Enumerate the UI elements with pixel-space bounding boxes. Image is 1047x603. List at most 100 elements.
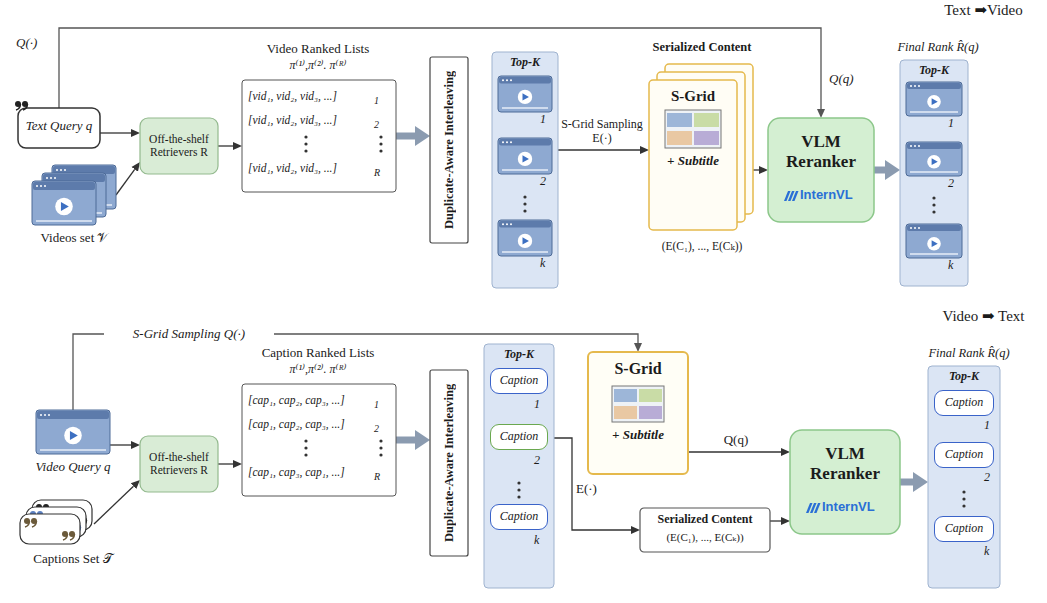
final-rank: Final Rank R̂(q)Top-KCaption1Caption2Cap… — [914, 346, 1024, 590]
grid-cell — [639, 406, 662, 419]
video-frame — [906, 224, 962, 258]
ellipsis-dot — [932, 196, 935, 199]
ellipsis-dot — [523, 202, 526, 205]
retriever-box: Off-the-shelf Retrievers R — [140, 436, 218, 492]
node-shape — [18, 500, 128, 586]
quote-mark — [16, 104, 21, 110]
serialized-content: Serialized ContentS-Grid+ Subtitle(E(C₁)… — [643, 40, 761, 260]
video-icon — [906, 224, 962, 258]
rank-number: 1 — [984, 419, 998, 433]
model-logo-text: InternVL — [800, 188, 870, 203]
outline — [430, 370, 468, 556]
caption-item: Caption — [934, 390, 994, 416]
video-frame — [498, 138, 552, 174]
ellipsis-dot — [932, 210, 935, 213]
ellipsis-dot — [304, 149, 307, 152]
node-shape — [886, 40, 990, 288]
node-text: S-Grid — [588, 360, 688, 378]
vlm-reranker: VLM RerankerInternVL — [768, 118, 874, 222]
ellipsis-dot — [517, 488, 520, 491]
video-dot — [502, 141, 504, 143]
ranked-list: [cap₁, cap₃, cap₁, ...] — [248, 466, 372, 479]
grid-cell — [694, 113, 719, 127]
video-frame — [498, 76, 552, 112]
reranker-name: VLM Reranker — [771, 132, 871, 171]
node-text: S-Grid — [649, 88, 737, 105]
video-icon — [32, 181, 96, 225]
video-progress — [40, 449, 106, 451]
video-progress — [910, 171, 958, 173]
play-triangle — [522, 93, 528, 100]
list-index: 2 — [374, 423, 390, 435]
node-text: Top-K — [900, 64, 968, 78]
edge-label: Q(q) — [704, 433, 768, 448]
serialized-content: Serialized Content(E(C₁), ..., E(Cₖ)) — [640, 508, 770, 552]
list-index: 2 — [374, 119, 390, 131]
connector-arrow — [218, 463, 233, 464]
ellipsis-dot — [379, 142, 382, 145]
node-text: Off-the-shelf Retrievers R — [142, 451, 216, 477]
final-rank: Final Rank R̂(q)Top-K12k — [886, 40, 990, 288]
video-dot — [64, 169, 66, 171]
video-icon — [906, 82, 962, 116]
node-text: Final Rank R̂(q) — [886, 40, 990, 54]
video-icon — [906, 142, 962, 176]
outline — [588, 352, 688, 474]
vlm-reranker: VLM RerankerInternVL — [790, 430, 900, 534]
video-icon — [498, 220, 552, 256]
edge-label: S-Grid Sampling E(·) — [560, 118, 644, 146]
outline — [18, 108, 100, 148]
outline — [790, 430, 900, 534]
video-dot — [40, 414, 42, 416]
video-dot — [502, 223, 504, 225]
video-set: Videos set 𝒱 — [22, 165, 127, 255]
quote-mark — [70, 534, 75, 540]
video-dot — [506, 79, 508, 81]
node-text: Top-K — [928, 370, 1000, 384]
grid-cell — [614, 389, 637, 402]
caption-item: Caption — [490, 368, 548, 394]
free-label: Q(·) — [16, 36, 56, 51]
video-frame — [32, 181, 96, 225]
quote-mark — [63, 534, 68, 540]
connector-arrow — [110, 444, 131, 445]
grid-cell — [694, 131, 719, 145]
ranked-list: [vid₁, vid₂, vid₃, ...] — [248, 162, 372, 175]
ranked-lists: Caption Ranked Listsπ⁽¹⁾,π⁽²⁾. π⁽ᴿ⁾[cap₁… — [236, 344, 400, 500]
outline — [492, 52, 558, 288]
video-dot — [506, 223, 508, 225]
ranked-list: [vid₁, vid₂, vid₃, ...] — [248, 114, 372, 127]
ellipsis-dot — [304, 135, 307, 138]
video-dot — [918, 227, 920, 229]
grid-frame — [665, 110, 721, 148]
video-dot — [510, 223, 512, 225]
ellipsis-dot — [379, 446, 382, 449]
video-progress — [36, 220, 92, 222]
rank-number: 2 — [534, 454, 548, 468]
quote-mark — [32, 521, 37, 527]
video-dot — [914, 145, 916, 147]
logo-mark — [792, 191, 799, 201]
play-button — [55, 198, 73, 216]
rank-number: k — [984, 545, 998, 559]
ellipsis-dot — [932, 203, 935, 206]
video-frame — [498, 220, 552, 256]
rank-number: 2 — [984, 471, 998, 485]
node-text: (E(C₁), ..., E(Cₖ)) — [639, 240, 765, 253]
node-text: Text Query q — [22, 119, 96, 134]
video-dot — [910, 145, 912, 147]
grid-frame — [612, 386, 664, 422]
video-dot — [914, 85, 916, 87]
ellipsis-dot — [962, 490, 965, 493]
connector-arrow — [94, 486, 133, 524]
video-dot — [918, 85, 920, 87]
play-button — [518, 234, 532, 248]
logo-mark — [814, 503, 821, 513]
topk-column: Top-K12k — [492, 52, 558, 288]
video-bar — [499, 139, 551, 145]
video-dot — [44, 185, 46, 187]
list-heading: Video Ranked Lists — [236, 42, 400, 57]
node-text: Duplicate-Aware Interleaving — [430, 57, 468, 243]
play-button — [927, 237, 941, 251]
rank-number: k — [534, 534, 548, 548]
